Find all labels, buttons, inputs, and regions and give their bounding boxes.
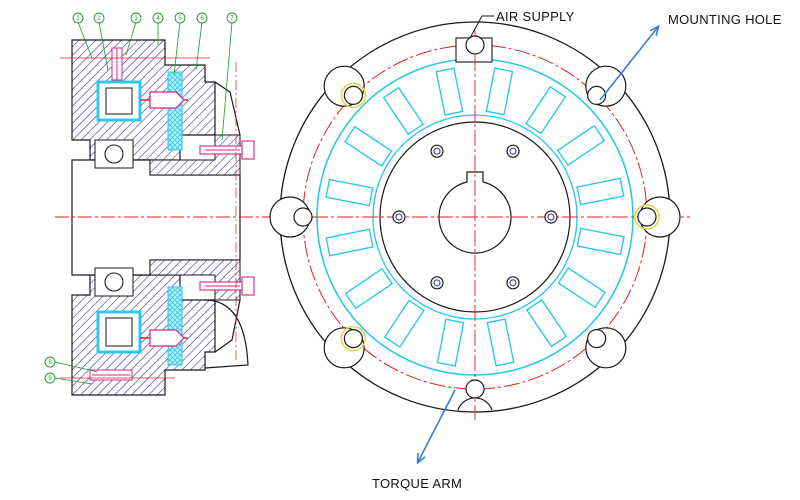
mounting-hole [343, 329, 363, 349]
friction-pad [486, 318, 515, 367]
friction-pads [325, 67, 625, 367]
valve-lower [149, 329, 185, 347]
mounting-hole [465, 379, 485, 399]
mounting-hole [293, 207, 313, 227]
friction-pad [485, 67, 514, 116]
svg-text:8: 8 [48, 360, 52, 366]
mounting-hole [587, 329, 607, 349]
svg-text:4: 4 [156, 16, 160, 22]
friction-pad [556, 124, 606, 167]
friction-pad [525, 85, 567, 135]
svg-text:7: 7 [230, 16, 234, 22]
inner-bolt-hole-core [433, 147, 441, 155]
balloon-5: 5 [174, 12, 186, 24]
torque-arm-arrow [418, 389, 456, 462]
balloon-2: 2 [93, 12, 105, 24]
inner-bolt-hole-core [509, 279, 517, 287]
friction-pad [576, 177, 625, 206]
friction-pad [557, 267, 607, 309]
inner-bolt-hole-core [547, 213, 555, 221]
bearing-ball-lower [104, 272, 124, 292]
friction-pad [325, 178, 374, 207]
balloon-4: 4 [152, 12, 164, 24]
svg-text:9: 9 [48, 376, 52, 382]
mounting-hole [343, 85, 363, 105]
valve-upper [149, 91, 185, 109]
svg-text:3: 3 [134, 16, 138, 22]
mounting-hole-arrow [599, 27, 658, 101]
friction-upper [167, 71, 183, 151]
friction-lower [167, 286, 183, 366]
part-balloons: 1 2 3 4 5 6 7 8 9 [44, 12, 238, 384]
friction-pad [344, 267, 394, 310]
svg-text:1: 1 [76, 16, 80, 22]
friction-pad [383, 299, 425, 349]
inner-bolt-hole-core [509, 147, 517, 155]
air-supply-label: AIR SUPPLY [496, 9, 575, 24]
armature-curve-lower [204, 299, 249, 369]
coil-upper-core [105, 87, 133, 115]
screw-bottom [89, 369, 133, 381]
inner-bolt-hole-core [433, 279, 441, 287]
bolt-lower [199, 276, 255, 296]
screw-top [111, 47, 123, 81]
mounting-hole [465, 35, 485, 55]
coil-lower-core [105, 317, 133, 347]
armature-outline [214, 81, 241, 353]
mounting-hole [637, 207, 657, 227]
mounting-hole [587, 85, 607, 105]
callouts: AIR SUPPLY MOUNTING HOLE TORQUE ARM [372, 9, 782, 491]
highlighted-hole [340, 325, 367, 352]
bearing-ball-upper [104, 144, 124, 164]
friction-pad [525, 298, 568, 348]
friction-pad [435, 67, 464, 116]
front-view [262, 21, 690, 420]
highlighted-hole [340, 82, 367, 109]
hub-body [71, 159, 241, 276]
bolt-upper [199, 140, 255, 160]
balloon-6: 6 [196, 12, 208, 24]
svg-text:6: 6 [200, 16, 204, 22]
balloon-7: 7 [226, 12, 238, 24]
mounting-hole-label: MOUNTING HOLE [668, 12, 782, 27]
highlighted-hole [634, 204, 660, 230]
section-view [54, 21, 262, 396]
inner-bolt-hole-core [395, 213, 403, 221]
friction-pad [436, 318, 465, 367]
inner-bolt-holes [392, 144, 558, 290]
torque-arm-label: TORQUE ARM [372, 476, 462, 491]
friction-pad [343, 125, 393, 167]
svg-text:2: 2 [97, 16, 101, 22]
mounting-holes [269, 35, 681, 399]
friction-pad [382, 86, 425, 136]
air-supply-leader [469, 15, 494, 39]
friction-pad [576, 227, 625, 256]
balloon-9: 9 [44, 372, 56, 384]
friction-pad [325, 228, 374, 257]
balloon-1: 1 [72, 12, 84, 24]
balloon-3: 3 [130, 12, 142, 24]
balloon-8: 8 [44, 356, 56, 368]
svg-text:5: 5 [178, 16, 182, 22]
